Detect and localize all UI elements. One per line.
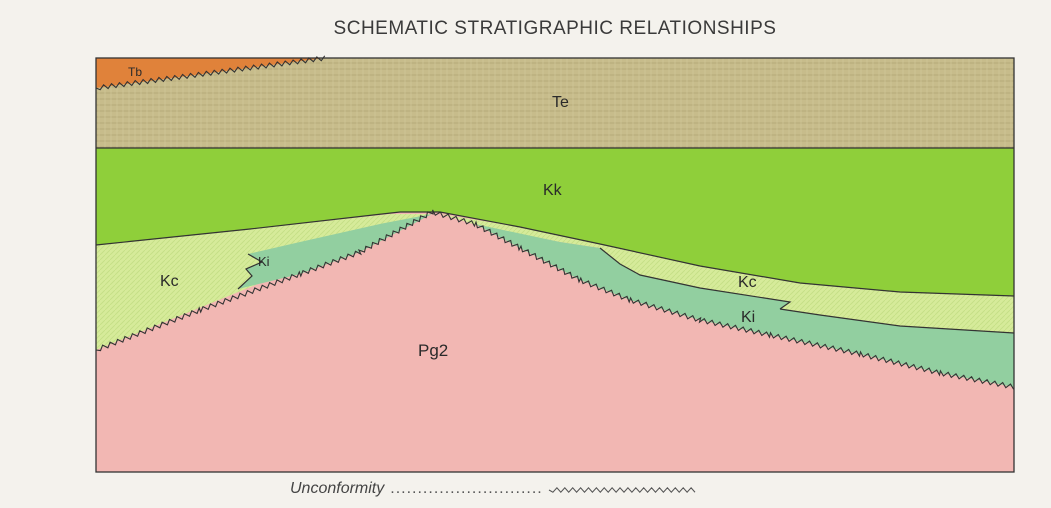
diagram-title: SCHEMATIC STRATIGRAPHIC RELATIONSHIPS (333, 18, 777, 39)
label-tb: Tb (128, 65, 142, 79)
unit-kk (96, 148, 1014, 296)
unit-te (96, 58, 1014, 148)
unconformity-line-1 (95, 55, 326, 91)
unit-ki-right (475, 224, 1014, 387)
label-kc-left: Kc (160, 273, 179, 290)
unconformity-lines (95, 55, 1015, 390)
label-pg2: Pg2 (418, 341, 448, 360)
label-kc-right: Kc (738, 274, 757, 291)
unit-kc-right (440, 214, 1014, 333)
unit-ki-left (238, 214, 432, 289)
label-te: Te (552, 94, 569, 111)
label-ki-right: Ki (741, 309, 755, 326)
section-frame (95, 57, 1015, 473)
label-ki-left: Ki (258, 254, 270, 269)
legend-label: Unconformity (290, 480, 385, 497)
legend: Unconformity ...........................… (290, 480, 697, 498)
label-kk: Kk (543, 182, 563, 199)
unconformity-symbol-icon (548, 486, 696, 494)
unconformity-line-2 (95, 209, 1015, 390)
legend-dots: ............................ (390, 480, 543, 497)
contact-lines (95, 147, 1015, 334)
